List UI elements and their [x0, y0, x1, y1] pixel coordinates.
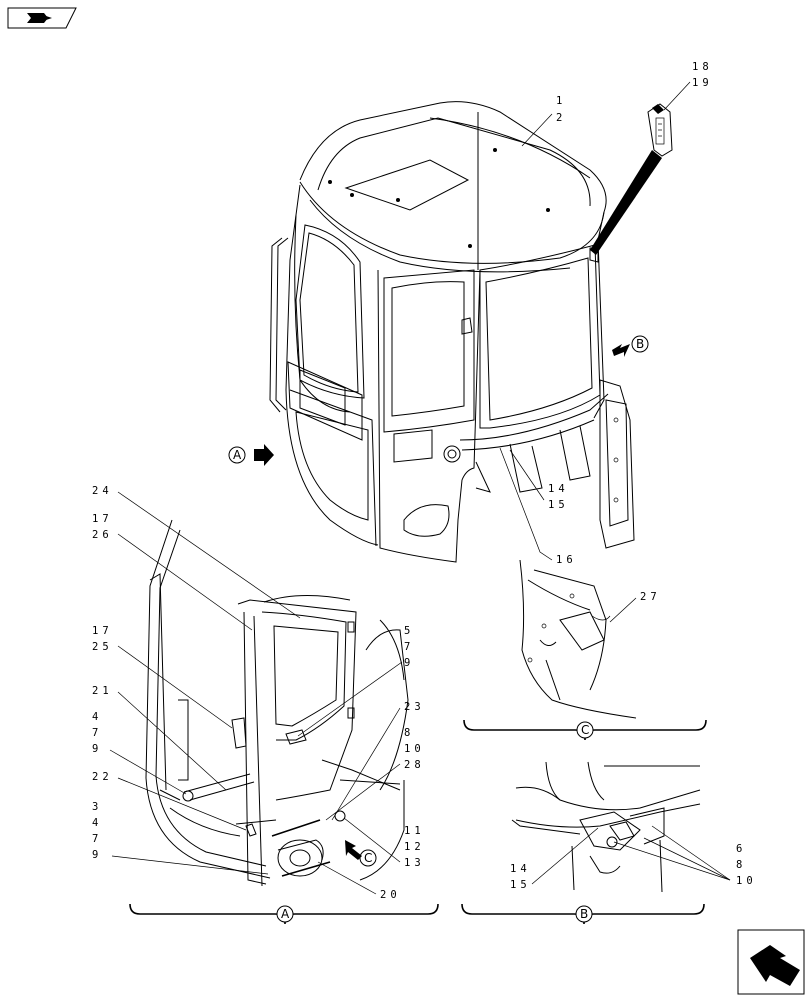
- view-label-c-letter: C: [581, 723, 589, 737]
- callout-text: 23: [404, 701, 425, 713]
- callout-18-19: 18 19: [663, 61, 713, 111]
- callout-text: 7: [404, 641, 414, 653]
- callout-text: 7: [92, 727, 102, 739]
- callout-4-7-9: 4 7 9: [92, 711, 187, 795]
- detail-view-b: [461, 761, 705, 925]
- callout-text: 26: [92, 529, 113, 541]
- view-marker-a-top: A: [228, 444, 274, 466]
- arrow-forward-icon[interactable]: [737, 929, 805, 995]
- view-marker-b-top: B: [612, 335, 649, 357]
- callout-text: 25: [92, 641, 113, 653]
- callout-text: 9: [404, 657, 414, 669]
- callout-text: 17: [92, 625, 113, 637]
- view-marker-c-top: C: [345, 840, 377, 867]
- callout-17-26: 17 26: [92, 513, 253, 631]
- callout-8-10-28: 8 10 28: [325, 727, 425, 821]
- callout-23: 23: [331, 701, 425, 821]
- view-marker-c-letter: C: [364, 851, 372, 865]
- callout-text: 28: [404, 759, 425, 771]
- callout-text: 12: [404, 841, 425, 853]
- callout-text: 15: [548, 499, 569, 511]
- callout-11-12-13: 11 12 13: [343, 817, 425, 869]
- callout-text: 15: [510, 879, 531, 891]
- callout-text: 9: [92, 849, 102, 861]
- callout-text: 14: [548, 483, 569, 495]
- callout-text: 20: [380, 889, 401, 901]
- callout-text: 11: [404, 825, 425, 837]
- callout-6-8-10: 6 8 10: [613, 825, 757, 887]
- view-label-c: C: [576, 721, 594, 739]
- callout-21: 21: [92, 685, 227, 791]
- detail-view-c: [463, 559, 707, 741]
- detail-view-a: [129, 519, 439, 925]
- view-label-b-letter: B: [580, 907, 588, 921]
- callout-text: 3: [92, 801, 102, 813]
- callout-text: 16: [556, 554, 577, 566]
- callout-text: 14: [510, 863, 531, 875]
- callout-text: 27: [640, 591, 661, 603]
- callout-27: 27: [609, 591, 661, 623]
- callout-3-4-7-9: 3 4 7 9: [92, 801, 269, 875]
- callout-22: 22: [92, 771, 247, 831]
- callout-text: 17: [92, 513, 113, 525]
- callout-24: 24: [92, 485, 301, 619]
- callout-text: 8: [404, 727, 414, 739]
- view-label-a: A: [276, 905, 294, 923]
- callout-text: 19: [692, 77, 713, 89]
- callout-text: 4: [92, 817, 102, 829]
- callout-text: 1: [556, 95, 566, 107]
- view-marker-a-letter: A: [233, 448, 242, 462]
- view-label-b: B: [575, 905, 593, 923]
- callout-text: 24: [92, 485, 113, 497]
- callout-text: 5: [404, 625, 414, 637]
- callout-text: 10: [736, 875, 757, 887]
- callout-text: 6: [736, 843, 746, 855]
- callout-text: 13: [404, 857, 425, 869]
- callout-text: 4: [92, 711, 102, 723]
- callout-5-7-9: 5 7 9: [297, 625, 414, 737]
- callout-text: 9: [92, 743, 102, 755]
- view-marker-b-letter: B: [636, 337, 644, 351]
- callout-text: 22: [92, 771, 113, 783]
- callout-14-15-b: 14 15: [510, 827, 599, 891]
- cab-main-view: [269, 101, 635, 563]
- callout-text: 10: [404, 743, 425, 755]
- callout-text: 18: [692, 61, 713, 73]
- view-label-a-letter: A: [281, 907, 290, 921]
- callout-text: 8: [736, 859, 746, 871]
- callout-20: 20: [317, 861, 401, 901]
- callout-16: 16: [499, 447, 577, 566]
- callout-text: 21: [92, 685, 113, 697]
- callout-text: 7: [92, 833, 102, 845]
- latch-part: [590, 103, 673, 255]
- callout-1-2: 1 2: [521, 95, 566, 147]
- callout-text: 2: [556, 112, 566, 124]
- callout-17-25: 17 25: [92, 625, 233, 729]
- arrow-back-icon[interactable]: [7, 7, 77, 29]
- callout-14-15-top: 14 15: [509, 449, 569, 511]
